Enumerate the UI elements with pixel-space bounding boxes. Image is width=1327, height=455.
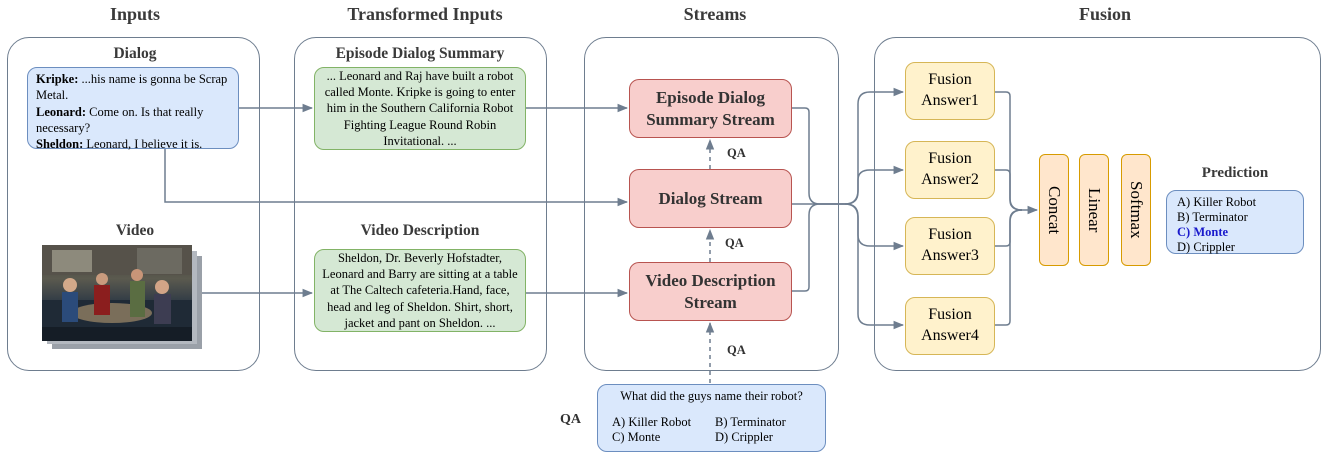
arrow-to-answer1	[844, 87, 905, 205]
prediction-title: Prediction	[1201, 165, 1269, 181]
episode-summary-box: ... Leonard and Raj have built a robot c…	[314, 67, 526, 150]
stream-summary-out	[792, 107, 845, 205]
qa-label-dialog: QA	[725, 236, 744, 250]
video-title: Video	[115, 222, 155, 239]
prediction-option: D) Crippler	[1177, 240, 1235, 254]
fusion-answer-3: Fusion Answer3	[905, 217, 995, 275]
softmax-layer: Softmax	[1121, 154, 1151, 266]
column-header-inputs: Inputs	[109, 4, 161, 24]
video-description-box: Sheldon, Dr. Beverly Hofstadter, Leonard…	[314, 249, 526, 332]
qa-side-label: QA	[560, 412, 581, 427]
answer4-to-concat	[995, 209, 1023, 326]
answer1-to-concat	[995, 91, 1039, 215]
column-header-fusion: Fusion	[1078, 4, 1132, 24]
fusion-answer-2: Fusion Answer2	[905, 141, 995, 199]
fusion-answer-1: Fusion Answer1	[905, 62, 995, 120]
qa-label-summary: QA	[727, 146, 746, 160]
answer2-to-concat	[995, 169, 1023, 211]
answer3-to-concat	[995, 209, 1023, 247]
prediction-option: A) Killer Robot	[1177, 195, 1257, 209]
dialog-box: Kripke: ...his name is gonna be Scrap Me…	[27, 67, 239, 151]
dialog-line: Leonard: Come on. Is that really necessa…	[36, 104, 204, 135]
prediction-option: B) Terminator	[1177, 210, 1248, 224]
column-header-transformed: Transformed Inputs	[347, 4, 503, 24]
episode-summary-stream: Episode Dialog Summary Stream	[629, 79, 792, 138]
stream-video-out	[792, 203, 845, 292]
qa-option: D) Crippler	[715, 430, 773, 445]
prediction-option-selected: C) Monte	[1177, 225, 1229, 239]
dialog-line: Sheldon: Leonard, I believe it is.	[36, 137, 203, 151]
dialog-stream: Dialog Stream	[629, 169, 792, 228]
video-description-title: Video Description	[360, 222, 480, 239]
column-header-streams: Streams	[683, 4, 747, 24]
concat-layer: Concat	[1039, 154, 1069, 266]
arrow-to-answer3	[844, 203, 905, 251]
arrow-to-answer2	[844, 165, 905, 205]
video-frame-image	[42, 245, 192, 341]
fusion-answer-4: Fusion Answer4	[905, 297, 995, 355]
arrow-dialog-to-dialog-stream	[164, 149, 629, 207]
qa-option: B) Terminator	[715, 414, 786, 429]
qa-option: A) Killer Robot	[612, 414, 692, 429]
qa-question-box: What did the guys name their robot? A) K…	[597, 384, 826, 452]
prediction-box: A) Killer Robot B) Terminator C) Monte D…	[1166, 190, 1304, 254]
summary-title: Episode Dialog Summary	[335, 45, 505, 62]
qa-label-video: QA	[727, 343, 746, 357]
arrow-to-answer4	[844, 203, 905, 330]
dialog-title: Dialog	[113, 45, 157, 62]
dialog-line: Kripke: ...his name is gonna be Scrap Me…	[36, 72, 228, 103]
qa-option: C) Monte	[612, 430, 661, 445]
linear-layer: Linear	[1079, 154, 1109, 266]
qa-question: What did the guys name their robot?	[620, 389, 803, 403]
video-description-stream: Video Description Stream	[629, 262, 792, 321]
